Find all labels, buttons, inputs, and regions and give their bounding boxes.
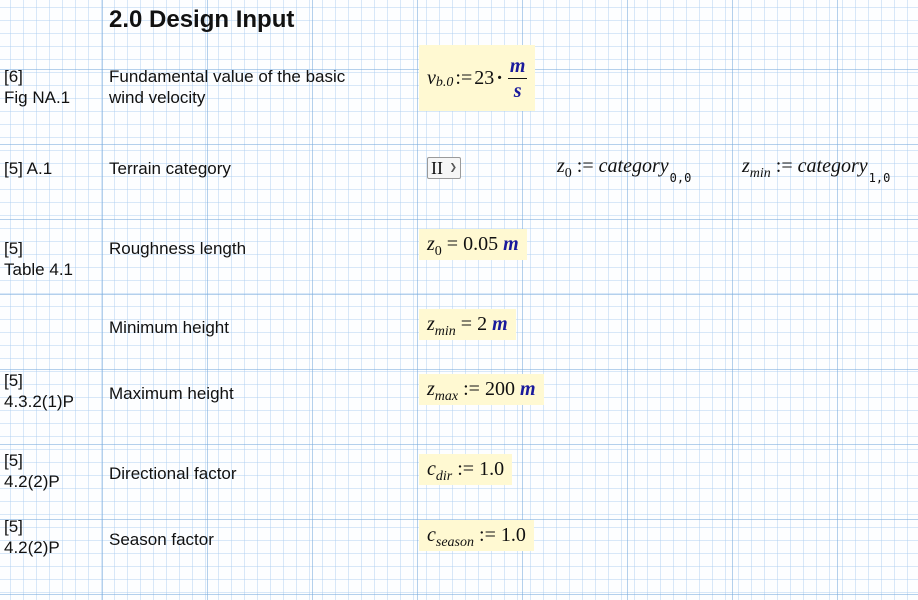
math-unit: m: [519, 378, 536, 400]
desc-season-factor: Season factor: [109, 530, 214, 549]
desc-directional-factor: Directional factor: [109, 464, 237, 483]
math-subscript: min: [434, 324, 456, 339]
math-variable: z: [427, 313, 435, 335]
math-value: 200: [484, 378, 515, 400]
math-operator: :=: [479, 524, 496, 546]
math-index: 0,0: [669, 171, 692, 185]
ref-line: [5]: [4, 517, 23, 536]
math-operator: =: [446, 233, 459, 255]
reference-max-height: [5] 4.3.2(1)P: [4, 370, 74, 412]
math-region-roughness-length[interactable]: z0 = 0.05 m: [419, 229, 527, 260]
ref-line: 4.2(2)P: [4, 472, 60, 491]
math-value: 0.05: [463, 233, 499, 255]
math-subscript: min: [749, 166, 771, 181]
math-function: category: [598, 155, 669, 177]
math-variable: z: [557, 155, 565, 177]
desc-maximum-height: Maximum height: [109, 384, 234, 403]
terrain-category-select[interactable]: II ❯: [427, 157, 461, 179]
math-value: 2: [477, 313, 488, 335]
math-index: 1,0: [868, 171, 891, 185]
ref-line: [5]: [4, 239, 23, 258]
math-subscript: b.0: [435, 75, 454, 90]
math-region-directional-factor[interactable]: cdir := 1.0: [419, 454, 513, 485]
reference-wind: [6] Fig NA.1: [4, 66, 70, 108]
desc-roughness-length: Roughness length: [109, 239, 247, 258]
math-unit: m: [492, 313, 508, 335]
desc-line: wind velocity: [109, 88, 206, 107]
ref-line: [6]: [4, 67, 23, 86]
section-title: 2.0 Design Input: [109, 6, 295, 33]
math-operator: =: [460, 313, 473, 335]
math-multiply: ·: [496, 66, 503, 89]
chevron-down-icon: ❯: [449, 163, 457, 173]
math-unit-fraction: m s: [507, 54, 528, 103]
math-variable: z: [427, 233, 435, 255]
reference-directional: [5] 4.2(2)P: [4, 450, 60, 492]
math-variable: c: [427, 458, 436, 480]
ref-line: 4.2(2)P: [4, 538, 60, 557]
math-subscript: 0: [434, 244, 442, 259]
math-unit: m: [503, 233, 519, 255]
math-subscript: 0: [564, 166, 572, 181]
math-operator: :=: [576, 155, 594, 177]
ref-line: Fig NA.1: [4, 88, 71, 107]
ref-line: [5]: [4, 451, 23, 470]
ref-line: [5]: [4, 371, 23, 390]
math-region-minimum-height[interactable]: zmin = 2 m: [419, 309, 516, 340]
reference-roughness: [5] Table 4.1: [4, 238, 73, 280]
math-variable: z: [427, 378, 435, 400]
select-value: II: [431, 157, 443, 178]
math-operator: :=: [455, 66, 473, 89]
desc-line: Fundamental value of the basic: [109, 67, 346, 86]
math-region-maximum-height[interactable]: zmax := 200 m: [419, 374, 544, 405]
math-subscript: season: [435, 535, 475, 550]
math-value: 1.0: [500, 524, 526, 546]
math-subscript: max: [434, 389, 459, 404]
math-region-z0-lookup[interactable]: z0 := category0,0: [557, 155, 691, 185]
math-variable: z: [742, 155, 750, 177]
math-operator: :=: [775, 155, 793, 177]
unit-denominator: s: [513, 79, 522, 102]
math-value: 1.0: [479, 458, 505, 480]
math-subscript: dir: [435, 469, 453, 484]
math-operator: :=: [463, 378, 480, 400]
desc-minimum-height: Minimum height: [109, 318, 229, 337]
math-function: category: [797, 155, 868, 177]
reference-season: [5] 4.2(2)P: [4, 516, 60, 558]
unit-numerator: m: [507, 54, 528, 79]
math-value: 23: [474, 66, 495, 89]
ref-line: Table 4.1: [4, 260, 73, 279]
desc-terrain-category: Terrain category: [109, 159, 231, 178]
math-operator: :=: [457, 458, 475, 480]
math-variable: c: [427, 524, 436, 546]
math-region-season-factor[interactable]: cseason := 1.0: [419, 520, 534, 551]
math-region-zmin-lookup[interactable]: zmin := category1,0: [742, 155, 890, 185]
math-variable: v: [427, 66, 436, 89]
reference-terrain: [5] A.1: [4, 159, 53, 178]
desc-wind-velocity: Fundamental value of the basic wind velo…: [109, 66, 345, 108]
ref-line: 4.3.2(1)P: [4, 392, 74, 411]
